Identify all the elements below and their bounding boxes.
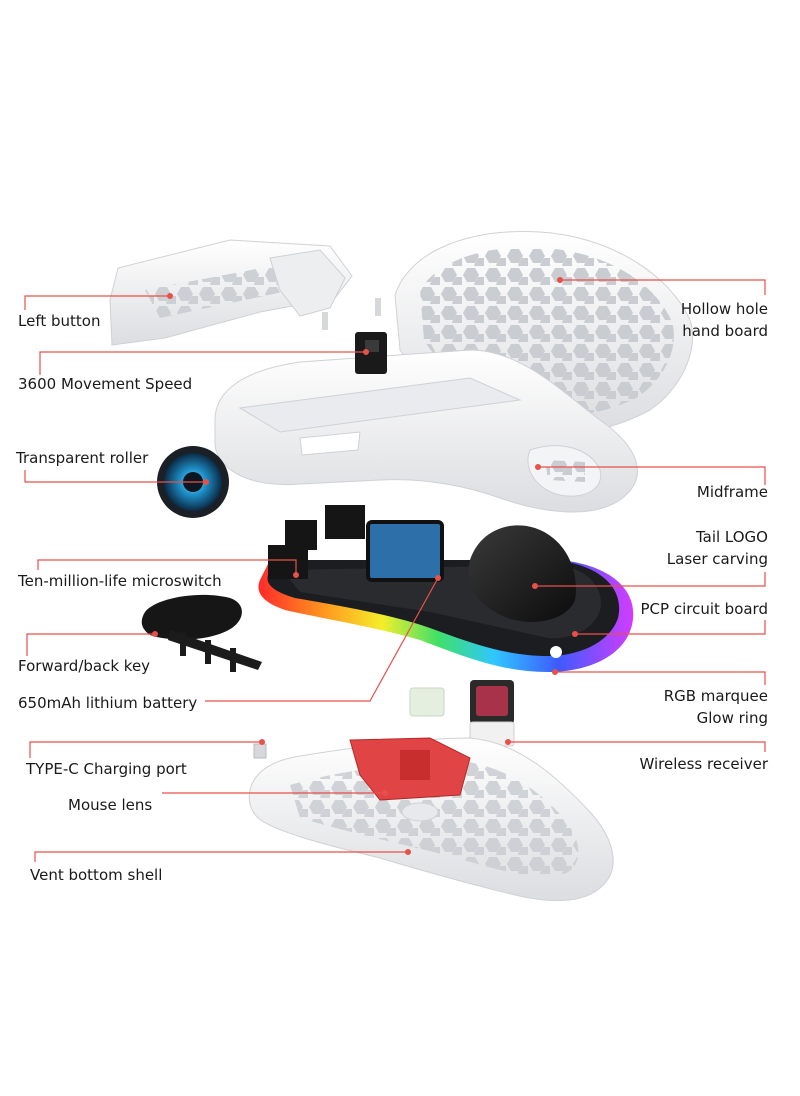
label-transparent-roller: Transparent roller [16,449,149,467]
leader-forward-back [26,633,155,656]
label-midframe: Midframe [696,483,768,501]
leader-left-button [24,295,170,310]
label-typec: TYPE-C Charging port [26,760,187,778]
label-hollow-hole-2: hand board [682,322,768,340]
leader-battery [205,577,439,702]
leader-pcp-board [575,620,766,635]
label-left-button: Left button [18,312,101,330]
label-rgb-1: RGB marquee [663,687,768,705]
midframe-part [214,332,638,513]
label-battery: 650mAh lithium battery [18,694,198,712]
leader-transparent-roller [24,470,206,483]
typec-port-part [253,743,267,759]
label-movement-speed: 3600 Movement Speed [18,375,193,393]
label-vent-shell: Vent bottom shell [30,866,163,884]
label-forward-back: Forward/back key [18,657,151,675]
label-tail-logo-1: Tail LOGO [695,528,768,546]
leader-wireless [508,741,766,752]
label-microswitch: Ten-million-life microswitch [18,572,222,590]
leader-lines [24,277,766,862]
left-button-part [109,239,381,346]
leader-movement-speed [39,351,366,375]
label-tail-logo-2: Laser carving [666,550,768,568]
leader-microswitch [37,559,297,575]
label-mouse-lens: Mouse lens [68,796,153,814]
label-rgb-2: Glow ring [696,709,768,727]
label-pcp-board: PCP circuit board [640,600,768,618]
leader-midframe [538,466,766,485]
vent-bottom-shell-part [248,737,614,901]
pcb-board-part [258,505,634,672]
leader-vent-shell [34,851,408,862]
leader-rgb [555,671,766,685]
label-wireless: Wireless receiver [639,755,768,773]
wireless-receiver-part [409,680,515,747]
forward-back-key-part [141,594,262,672]
leader-tail-logo [535,572,766,587]
label-hollow-hole-1: Hollow hole [680,300,768,318]
leader-hollow-hole [560,279,766,295]
leader-typec [29,741,262,758]
